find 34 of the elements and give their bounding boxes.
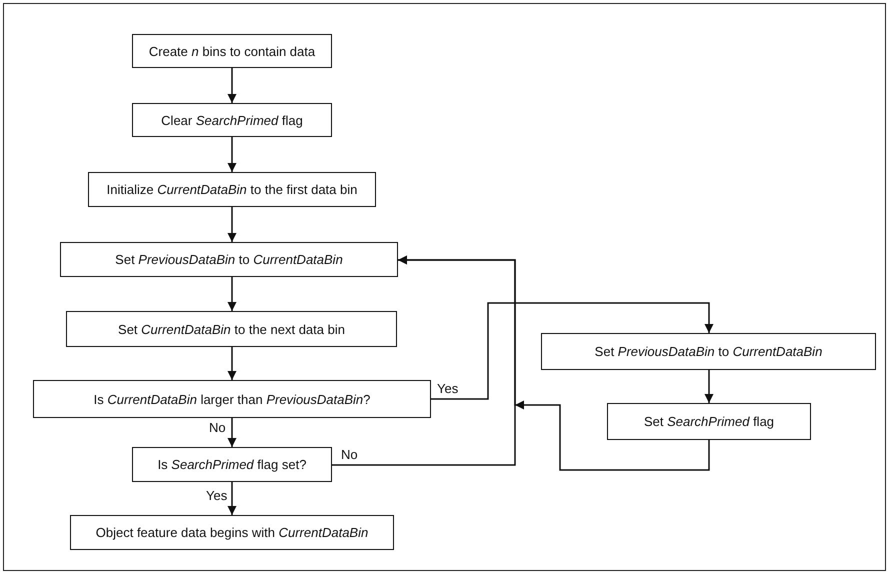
arrow	[228, 277, 236, 311]
box-text: Is CurrentDataBin larger than PreviousDataBin?	[94, 392, 370, 406]
arrow	[228, 137, 236, 172]
box-text: Set SearchPrimed flag	[644, 414, 774, 429]
arrow	[431, 302, 714, 400]
process-box	[607, 403, 811, 440]
box-text: Clear SearchPrimed flag	[161, 112, 303, 128]
arrow	[228, 482, 236, 515]
edge-label: Yes	[436, 382, 460, 396]
process-box	[132, 103, 332, 137]
edge-label: No	[340, 448, 359, 462]
arrow	[228, 347, 236, 380]
process-box	[33, 380, 431, 418]
process-box	[541, 333, 876, 370]
arrow	[704, 370, 714, 403]
process-box	[88, 172, 376, 207]
arrow	[228, 207, 236, 242]
process-box	[132, 34, 332, 68]
process-box	[60, 242, 398, 277]
box-text: Object feature data begins with CurrentDataBin	[96, 525, 368, 540]
arrow	[228, 418, 236, 447]
box-text: Set PreviousDataBin to CurrentDataBin	[594, 344, 822, 359]
arrow	[228, 68, 236, 103]
box-text: Is SearchPrimed flag set?	[158, 457, 306, 472]
arrow	[332, 256, 516, 466]
box-text: Set CurrentDataBin to the next data bin	[118, 322, 345, 336]
edge-label: No	[208, 421, 227, 435]
box-text: Create n bins to contain data	[148, 44, 316, 58]
process-box	[132, 447, 332, 482]
process-box	[66, 311, 397, 347]
process-box	[70, 515, 394, 550]
box-text: Initialize CurrentDataBin to the first data bin	[106, 182, 358, 197]
box-text: Set PreviousDataBin to CurrentDataBin	[115, 252, 343, 267]
edge-label: Yes	[205, 489, 228, 503]
